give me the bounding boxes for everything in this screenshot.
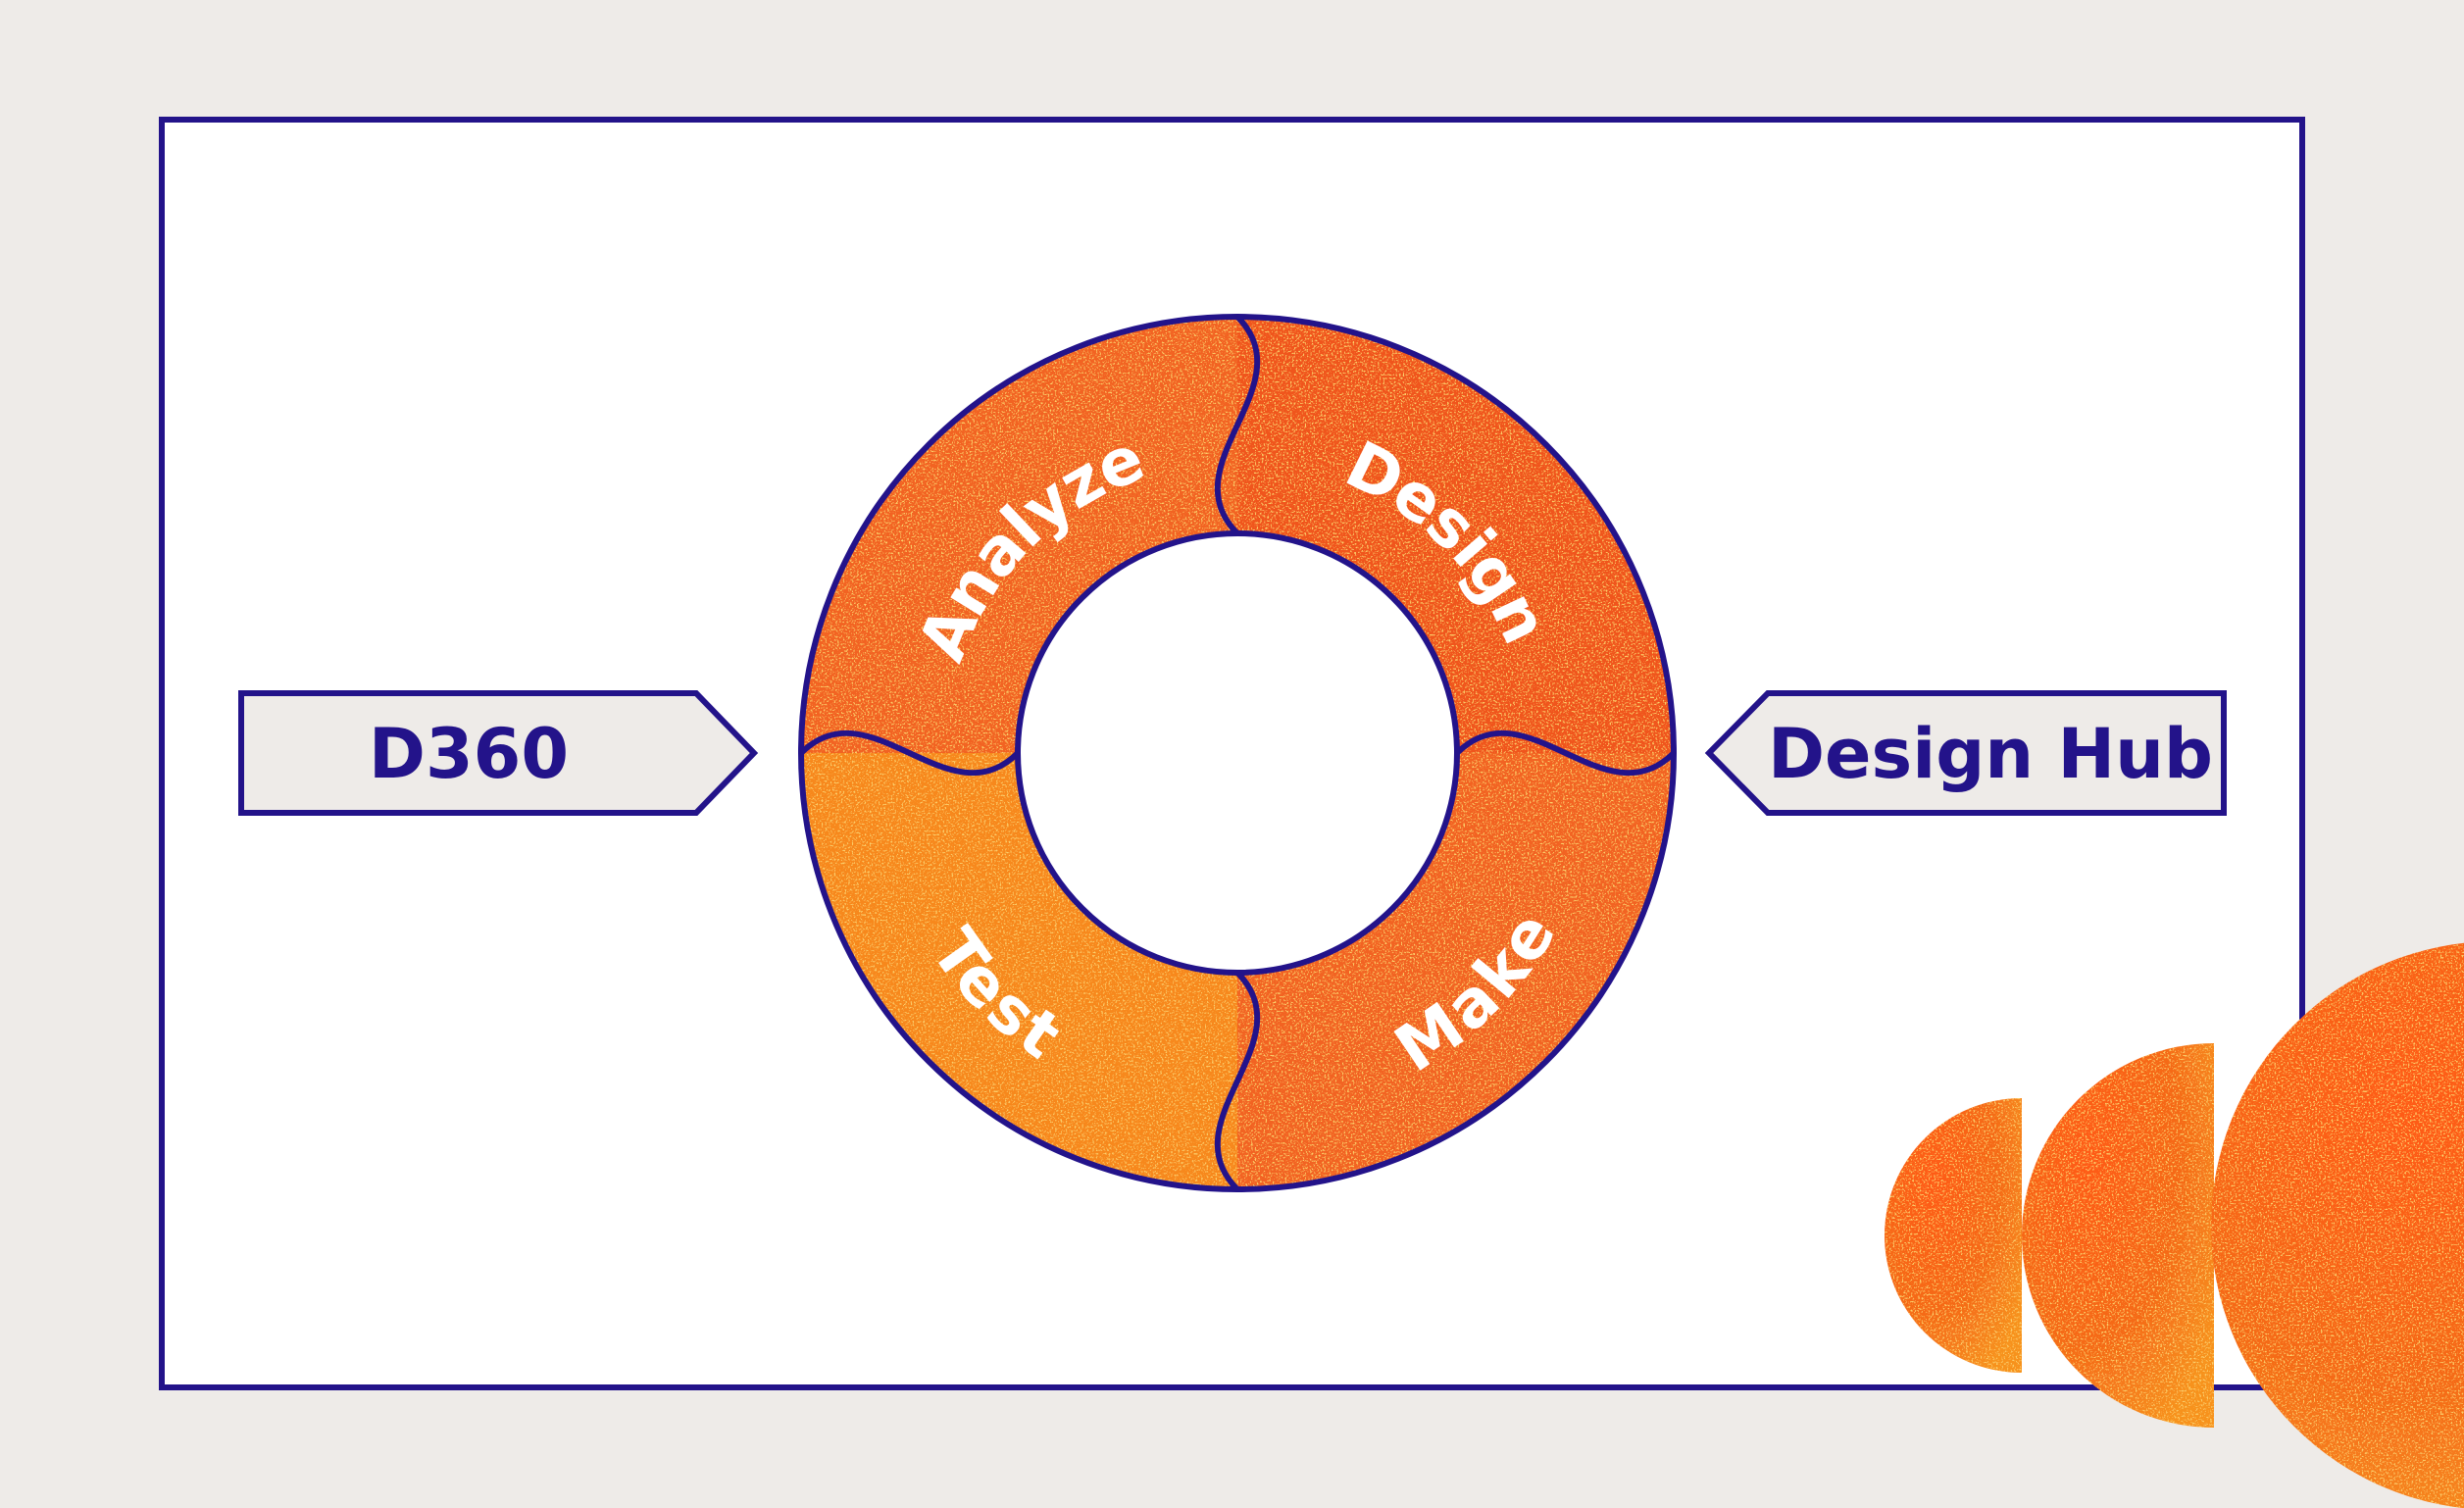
segment-divider	[798, 729, 1021, 777]
stage-test-segment	[801, 753, 1237, 1189]
input-tag-right-label: Design Hub	[1768, 714, 2213, 794]
full-circle-large	[2211, 942, 2464, 1508]
ring-inner-hole	[1015, 530, 1460, 976]
decorative-half-circles	[1885, 942, 2464, 1508]
input-tag-right: Design Hub	[1704, 690, 2227, 816]
half-circle-small	[1885, 1098, 2022, 1373]
stage-make-segment	[1237, 753, 1674, 1189]
segment-divider	[1454, 729, 1677, 777]
stage-design-segment	[1237, 317, 1674, 753]
ring-outer-edge	[798, 314, 1677, 1192]
segment-divider	[1214, 970, 1261, 1192]
stage-analyze-segment	[801, 317, 1237, 753]
input-tag-left-label: D360	[369, 714, 569, 794]
segment-divider	[1214, 314, 1261, 536]
half-circle-medium	[2022, 1043, 2214, 1428]
input-tag-left: D360	[238, 690, 759, 816]
